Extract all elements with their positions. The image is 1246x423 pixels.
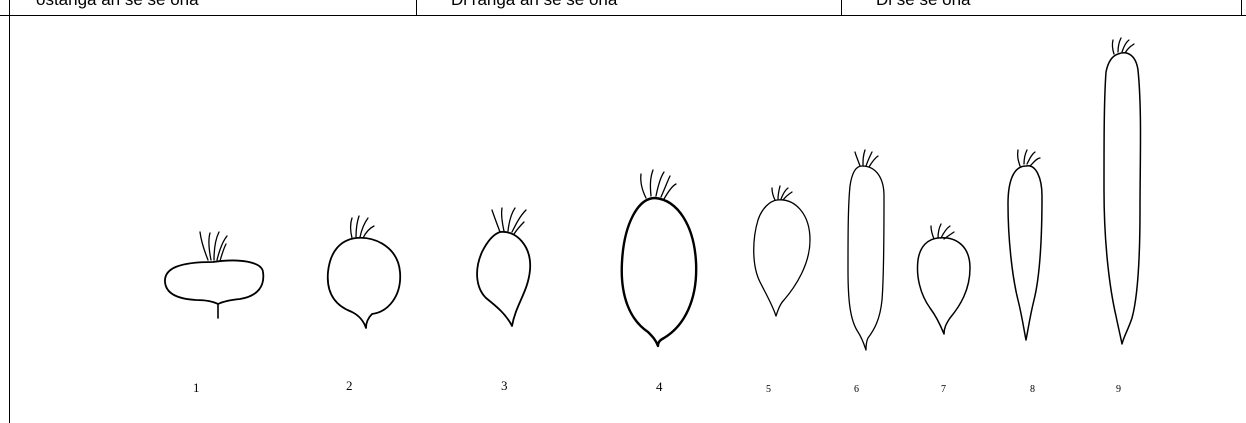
root-3 [477, 208, 530, 326]
root-5 [754, 186, 810, 316]
root-3-leaves [492, 208, 526, 234]
root-7-leaves [931, 224, 954, 239]
root-9 [1104, 38, 1141, 344]
root-5-leaves [772, 186, 792, 200]
root-7 [918, 224, 971, 334]
root-1-leaves [200, 232, 227, 261]
root-label-4: 4 [656, 379, 663, 394]
root-4 [622, 170, 696, 346]
root-2-leaves [351, 216, 375, 238]
root-9-leaves [1112, 38, 1134, 54]
root-label-8: 8 [1030, 384, 1035, 395]
root-label-5: 5 [766, 384, 771, 395]
root-label-9: 9 [1116, 384, 1121, 395]
root-2 [328, 216, 400, 328]
root-label-6: 6 [854, 384, 859, 395]
root-label-1: 1 [193, 380, 200, 395]
root-label-2: 2 [346, 378, 353, 393]
root-8 [1008, 150, 1042, 340]
root-6 [848, 150, 884, 350]
root-4-leaves [641, 170, 676, 199]
root-label-7: 7 [941, 384, 946, 395]
root-6-leaves [855, 150, 878, 167]
root-1 [165, 232, 263, 318]
root-8-leaves [1018, 150, 1040, 166]
root-label-3: 3 [501, 378, 508, 393]
